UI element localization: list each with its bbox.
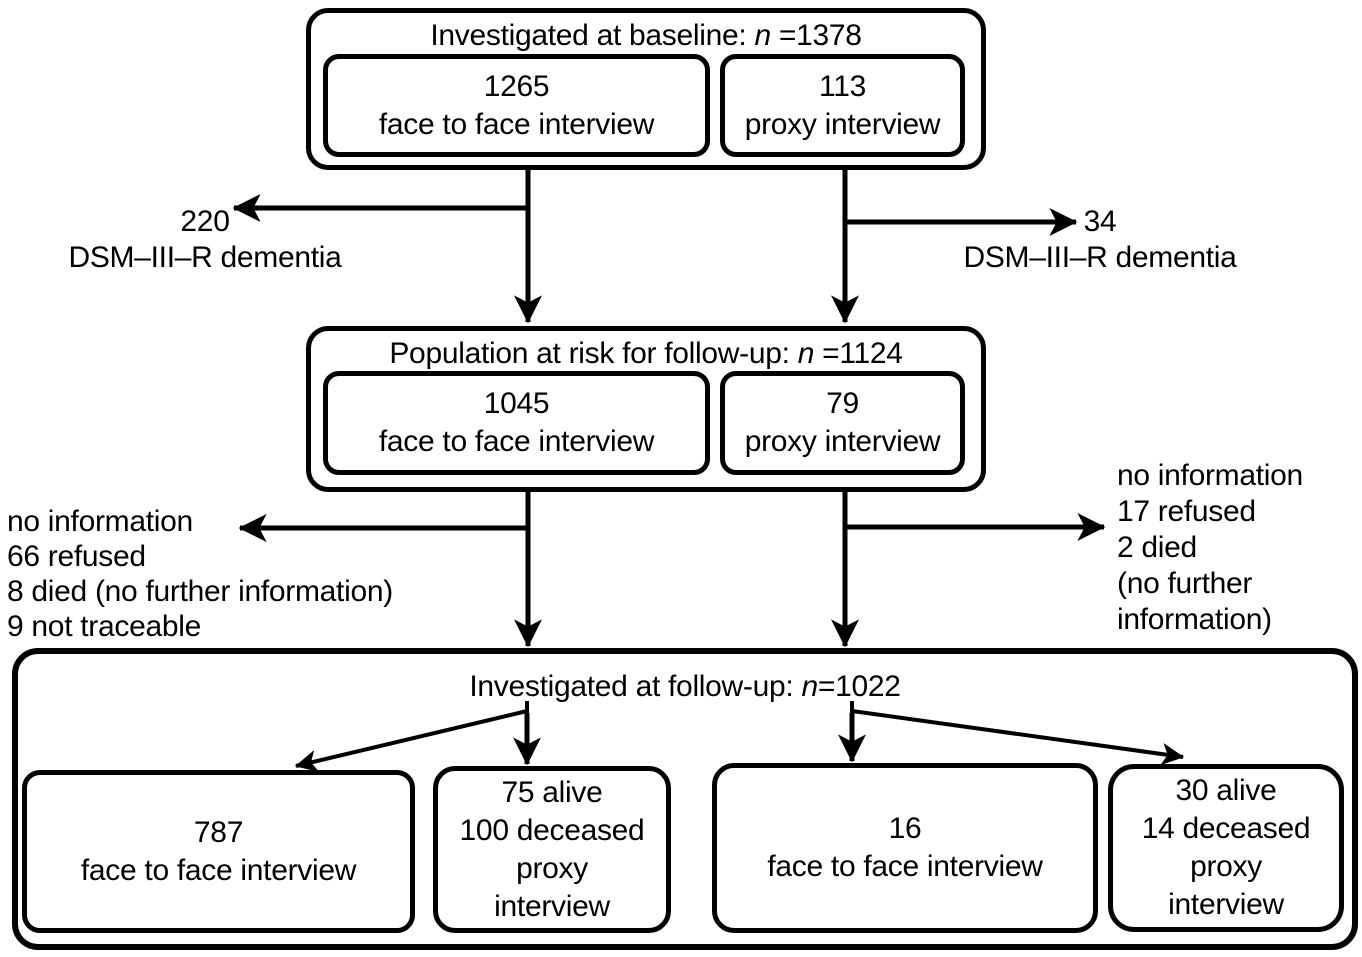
exit-dementia-right-label: DSM–III–R dementia	[963, 241, 1237, 274]
followup-f2f-left-label: face to face interview	[80, 853, 357, 887]
exit-followup-left-line: 66 refused	[7, 540, 146, 573]
exit-followup-right-line: no information	[1117, 459, 1303, 492]
risk-f2f-count: 1045	[483, 387, 550, 420]
exit-dementia-left-count: 220	[180, 205, 230, 238]
box-risk-face-to-face: 1045 face to face interview	[323, 371, 710, 475]
box-baseline-face-to-face: 1265 face to face interview	[323, 54, 710, 157]
exit-dementia-right-count: 34	[1083, 205, 1117, 238]
followup-proxy-left-line: proxy	[516, 851, 588, 885]
box-followup-face-to-face-left: 787 face to face interview	[22, 770, 415, 933]
box-investigated-followup: Investigated at follow-up: n=1022 787 fa…	[12, 648, 1358, 950]
label-exit-followup-right: no information 17 refused 2 died (no fur…	[1117, 458, 1357, 638]
box-investigated-baseline: Investigated at baseline: n =1378 1265 f…	[306, 8, 986, 170]
followup-proxy-left-line: 100 deceased	[459, 813, 645, 847]
box-risk-proxy: 79 proxy interview	[720, 371, 965, 475]
followup-title: Investigated at follow-up: n=1022	[469, 670, 901, 703]
followup-proxy-right-line: interview	[1168, 888, 1284, 921]
followup-proxy-left-line: interview	[494, 889, 610, 923]
followup-proxy-right-line: proxy	[1190, 850, 1262, 883]
label-exit-dementia-right: 34 DSM–III–R dementia	[950, 204, 1250, 276]
followup-proxy-right-line: 14 deceased	[1141, 812, 1311, 845]
exit-followup-right-line: 17 refused	[1117, 495, 1256, 528]
box-population-at-risk: Population at risk for follow-up: n =112…	[306, 326, 986, 492]
followup-proxy-right-line: 30 alive	[1175, 774, 1277, 807]
exit-followup-left-line: 9 not traceable	[7, 610, 201, 643]
followup-f2f-right-count: 16	[888, 812, 922, 845]
followup-proxy-left-line: 75 alive	[501, 775, 603, 809]
box-baseline-proxy: 113 proxy interview	[720, 54, 965, 157]
baseline-proxy-count: 113	[819, 69, 866, 103]
exit-followup-left-line: no information	[7, 505, 193, 538]
box-followup-face-to-face-right: 16 face to face interview	[712, 763, 1098, 933]
baseline-proxy-label: proxy interview	[744, 107, 941, 141]
box-followup-proxy-right: 30 alive 14 deceased proxy interview	[1108, 764, 1344, 932]
risk-f2f-label: face to face interview	[378, 425, 655, 458]
baseline-f2f-count: 1265	[483, 69, 550, 103]
risk-proxy-label: proxy interview	[744, 425, 941, 458]
risk-proxy-count: 79	[826, 387, 859, 420]
exit-followup-right-line: 2 died	[1117, 531, 1197, 564]
baseline-f2f-label: face to face interview	[378, 107, 655, 141]
exit-followup-right-line: information)	[1117, 603, 1272, 636]
label-exit-dementia-left: 220 DSM–III–R dementia	[40, 204, 370, 276]
exit-dementia-left-label: DSM–III–R dementia	[68, 241, 342, 274]
exit-followup-right-line: (no further	[1117, 567, 1253, 600]
label-exit-followup-left: no information 66 refused 8 died (no fur…	[7, 504, 467, 644]
followup-f2f-right-label: face to face interview	[767, 850, 1043, 883]
baseline-title: Investigated at baseline: n =1378	[430, 19, 862, 52]
followup-f2f-left-count: 787	[193, 815, 244, 849]
exit-followup-left-line: 8 died (no further information)	[7, 575, 393, 608]
box-followup-proxy-left: 75 alive 100 deceased proxy interview	[433, 766, 671, 933]
risk-title: Population at risk for follow-up: n =112…	[389, 337, 903, 370]
